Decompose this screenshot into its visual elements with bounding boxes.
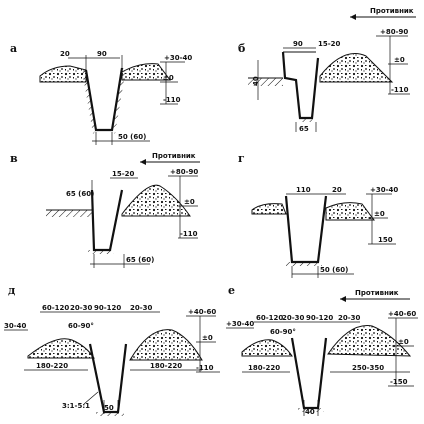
svg-text:20: 20 (60, 50, 70, 58)
panel-v: в 15-20 65 (60) 65 (60) +80-90 ±0 -110 (10, 152, 198, 268)
svg-text:65 (60): 65 (60) (66, 190, 94, 198)
svg-text:90: 90 (293, 40, 303, 48)
svg-text:3:1-5:1: 3:1-5:1 (62, 402, 90, 410)
svg-text:40: 40 (305, 408, 315, 416)
panel-letter-g: г (238, 152, 245, 165)
panel-letter-b: б (238, 42, 245, 55)
svg-text:+30-40: +30-40 (164, 54, 192, 62)
svg-text:Противник: Противник (152, 152, 196, 160)
svg-text:50 (60): 50 (60) (118, 133, 146, 141)
direction-label-b: Противник (350, 7, 416, 20)
svg-text:+30-40: +30-40 (370, 186, 398, 194)
panel-a: а 20 90 50 (60) +30-40 ±0 -110 (10, 42, 192, 145)
svg-text:Противник: Противник (370, 7, 414, 15)
svg-text:60-90°: 60-90° (68, 322, 94, 330)
direction-label-v: Противник (140, 152, 200, 165)
panel-letter-e: е (228, 284, 235, 297)
svg-text:15-20: 15-20 (112, 170, 135, 178)
svg-text:-110: -110 (196, 364, 214, 372)
svg-text:180-220: 180-220 (248, 364, 280, 372)
svg-text:180-220: 180-220 (36, 362, 68, 370)
svg-text:110: 110 (296, 186, 311, 194)
panel-e: е 60-120 20-30 90-120 20-30 60-90° 180-2… (226, 284, 418, 416)
svg-text:+80-90: +80-90 (170, 168, 198, 176)
svg-text:65: 65 (299, 125, 309, 133)
panel-letter-v: в (10, 152, 18, 165)
svg-text:+40-60: +40-60 (188, 308, 216, 316)
svg-text:60-120: 60-120 (42, 304, 69, 312)
svg-text:+40-60: +40-60 (388, 310, 416, 318)
svg-text:-150: -150 (390, 378, 408, 386)
svg-text:150: 150 (378, 236, 393, 244)
svg-text:20-30: 20-30 (338, 314, 361, 322)
svg-text:90-120: 90-120 (94, 304, 121, 312)
panel-b: б 90 15-20 40 65 +80-90 ±0 -110 (238, 28, 410, 133)
svg-text:20-30: 20-30 (130, 304, 153, 312)
svg-text:30-40: 30-40 (4, 322, 27, 330)
svg-text:Противник: Противник (355, 289, 399, 297)
svg-text:±0: ±0 (398, 338, 409, 346)
svg-text:60-120: 60-120 (256, 314, 283, 322)
svg-text:-110: -110 (180, 230, 198, 238)
svg-text:+80-90: +80-90 (380, 28, 408, 36)
svg-text:50: 50 (104, 404, 114, 412)
svg-text:15-20: 15-20 (318, 40, 341, 48)
panel-g: г 110 20 50 (60) +30-40 ±0 150 (238, 152, 398, 278)
panel-d: д 60-120 20-30 90-120 20-30 60-90° 180-2… (4, 284, 220, 416)
svg-text:50 (60): 50 (60) (320, 266, 348, 274)
svg-text:20-30: 20-30 (70, 304, 93, 312)
svg-text:60-90°: 60-90° (270, 328, 296, 336)
svg-text:±0: ±0 (202, 334, 213, 342)
svg-text:250-350: 250-350 (352, 364, 384, 372)
panel-letter-a: а (10, 42, 17, 55)
svg-text:65 (60): 65 (60) (126, 256, 154, 264)
svg-text:±0: ±0 (394, 56, 405, 64)
svg-text:20: 20 (332, 186, 342, 194)
svg-text:40: 40 (252, 76, 260, 86)
svg-text:90: 90 (97, 50, 107, 58)
svg-text:-110: -110 (391, 86, 409, 94)
svg-text:+30-40: +30-40 (226, 320, 254, 328)
svg-text:180-220: 180-220 (150, 362, 182, 370)
panel-letter-d: д (8, 284, 15, 297)
svg-text:±0: ±0 (163, 74, 174, 82)
svg-text:-110: -110 (163, 96, 181, 104)
svg-text:±0: ±0 (374, 210, 385, 218)
svg-text:20-30: 20-30 (282, 314, 305, 322)
svg-text:±0: ±0 (184, 198, 195, 206)
direction-label-e: Противник (340, 289, 410, 302)
svg-text:90-120: 90-120 (306, 314, 333, 322)
